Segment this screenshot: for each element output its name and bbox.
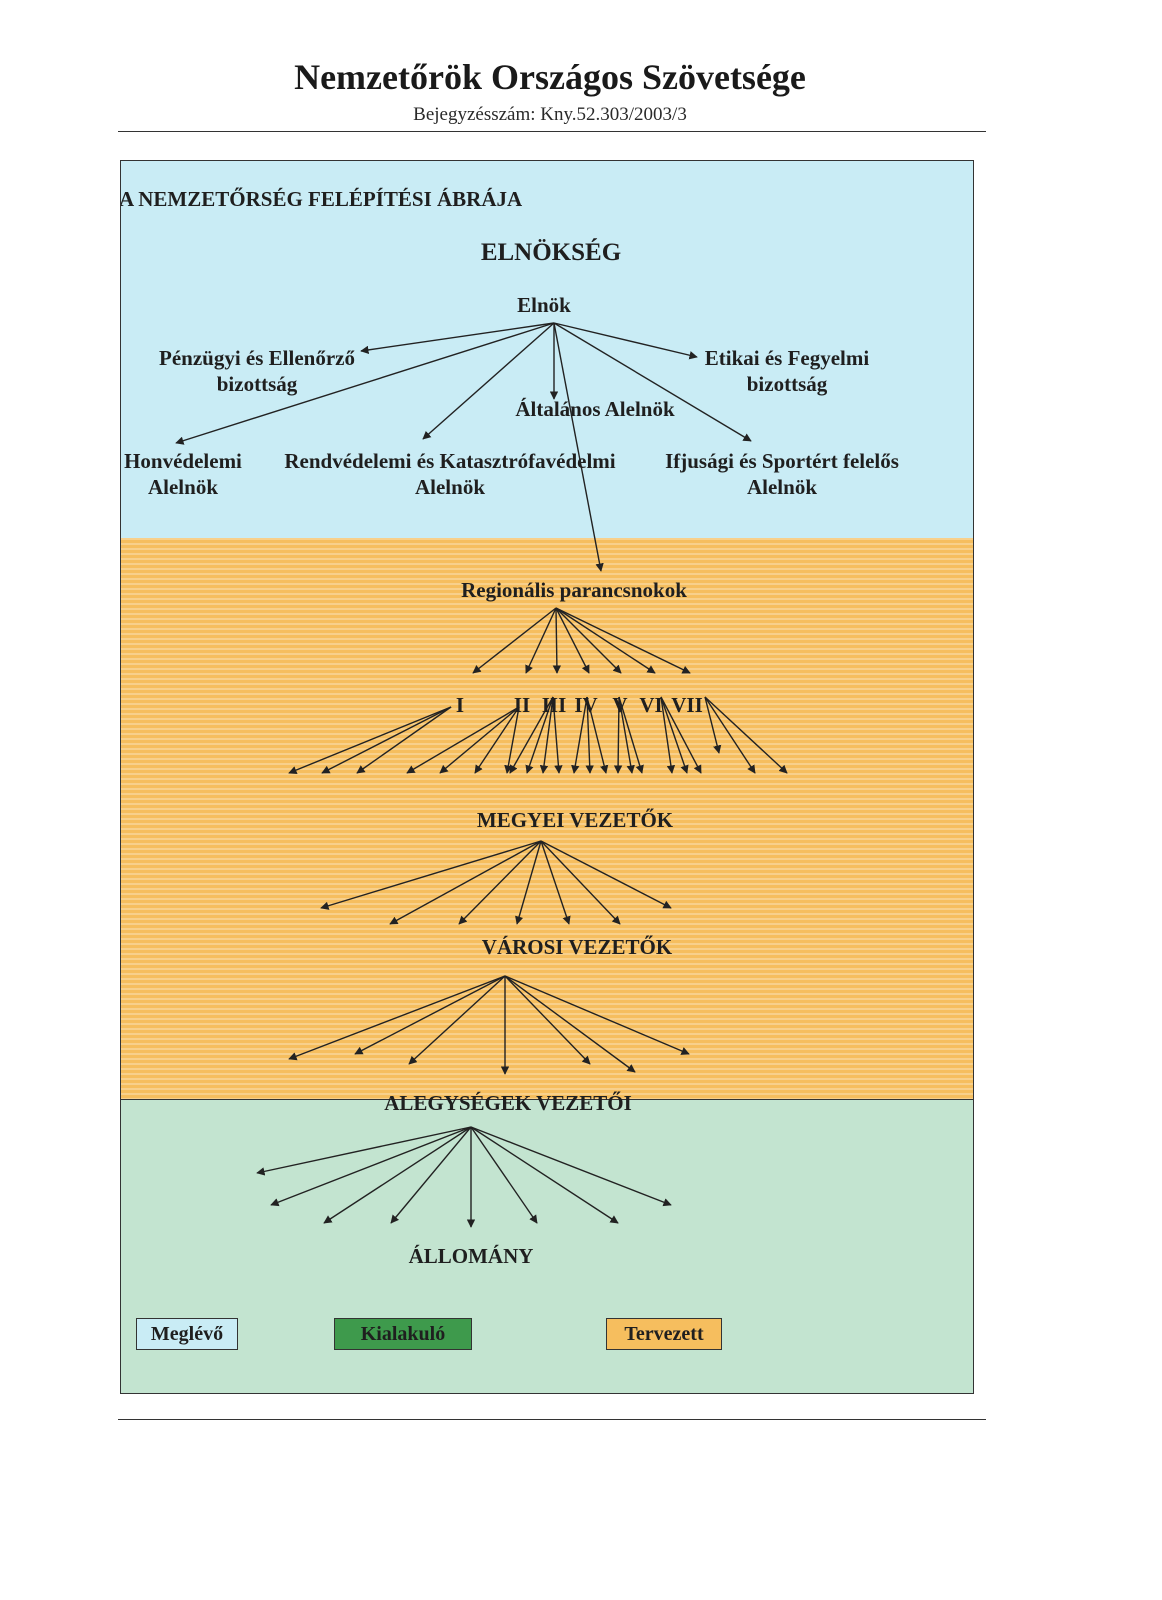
general-vp-node: Általános Alelnök [515, 397, 675, 421]
president-node: Elnök [517, 293, 571, 317]
staff-node: ÁLLOMÁNY [408, 1244, 534, 1268]
legend-planned: Tervezett [606, 1318, 722, 1350]
organization-chart: A NEMZETŐRSÉG FELÉPÍTÉSI ÁBRÁJA ELNÖKSÉG… [120, 160, 974, 1394]
legend-forming: Kialakuló [334, 1318, 472, 1350]
region-3: III [541, 693, 567, 717]
header-rule [118, 131, 986, 132]
legend-existing: Meglévő [136, 1318, 238, 1350]
city-leaders-node: VÁROSI VEZETŐK [481, 935, 673, 959]
footer-rule [118, 1419, 986, 1420]
presidency-heading: ELNÖKSÉG [480, 239, 622, 266]
region-2: II [513, 693, 531, 717]
page-title: Nemzetőrök Országos Szövetsége [294, 57, 806, 97]
registration-number: Bejegyzésszám: Kny.52.303/2003/3 [413, 104, 687, 125]
defence-vp-node: Honvédelemi Alelnök [124, 449, 242, 500]
regional-commanders-node: Regionális parancsnokok [461, 578, 687, 602]
unit-leaders-node: ALEGYSÉGEK VEZETŐI [384, 1091, 632, 1115]
region-4: IV [574, 693, 598, 717]
ethics-committee-node: Etikai és Fegyelmi bizottság [704, 346, 870, 397]
youth-vp-node: Ifjusági és Sportért felelős Alelnök [665, 449, 899, 500]
region-1: I [455, 693, 465, 717]
region-7: VII [671, 693, 703, 717]
finance-committee-node: Pénzügyi és Ellenőrző bizottság [159, 346, 355, 397]
diagram-heading: A NEMZETŐRSÉG FELÉPÍTÉSI ÁBRÁJA [120, 187, 523, 211]
police-vp-node: Rendvédelemi és Katasztrófavédelmi Aleln… [284, 449, 616, 500]
county-leaders-node: MEGYEI VEZETŐK [476, 808, 674, 832]
region-5: V [612, 693, 628, 717]
region-6: VI [639, 693, 663, 717]
forming-band [121, 1099, 973, 1393]
